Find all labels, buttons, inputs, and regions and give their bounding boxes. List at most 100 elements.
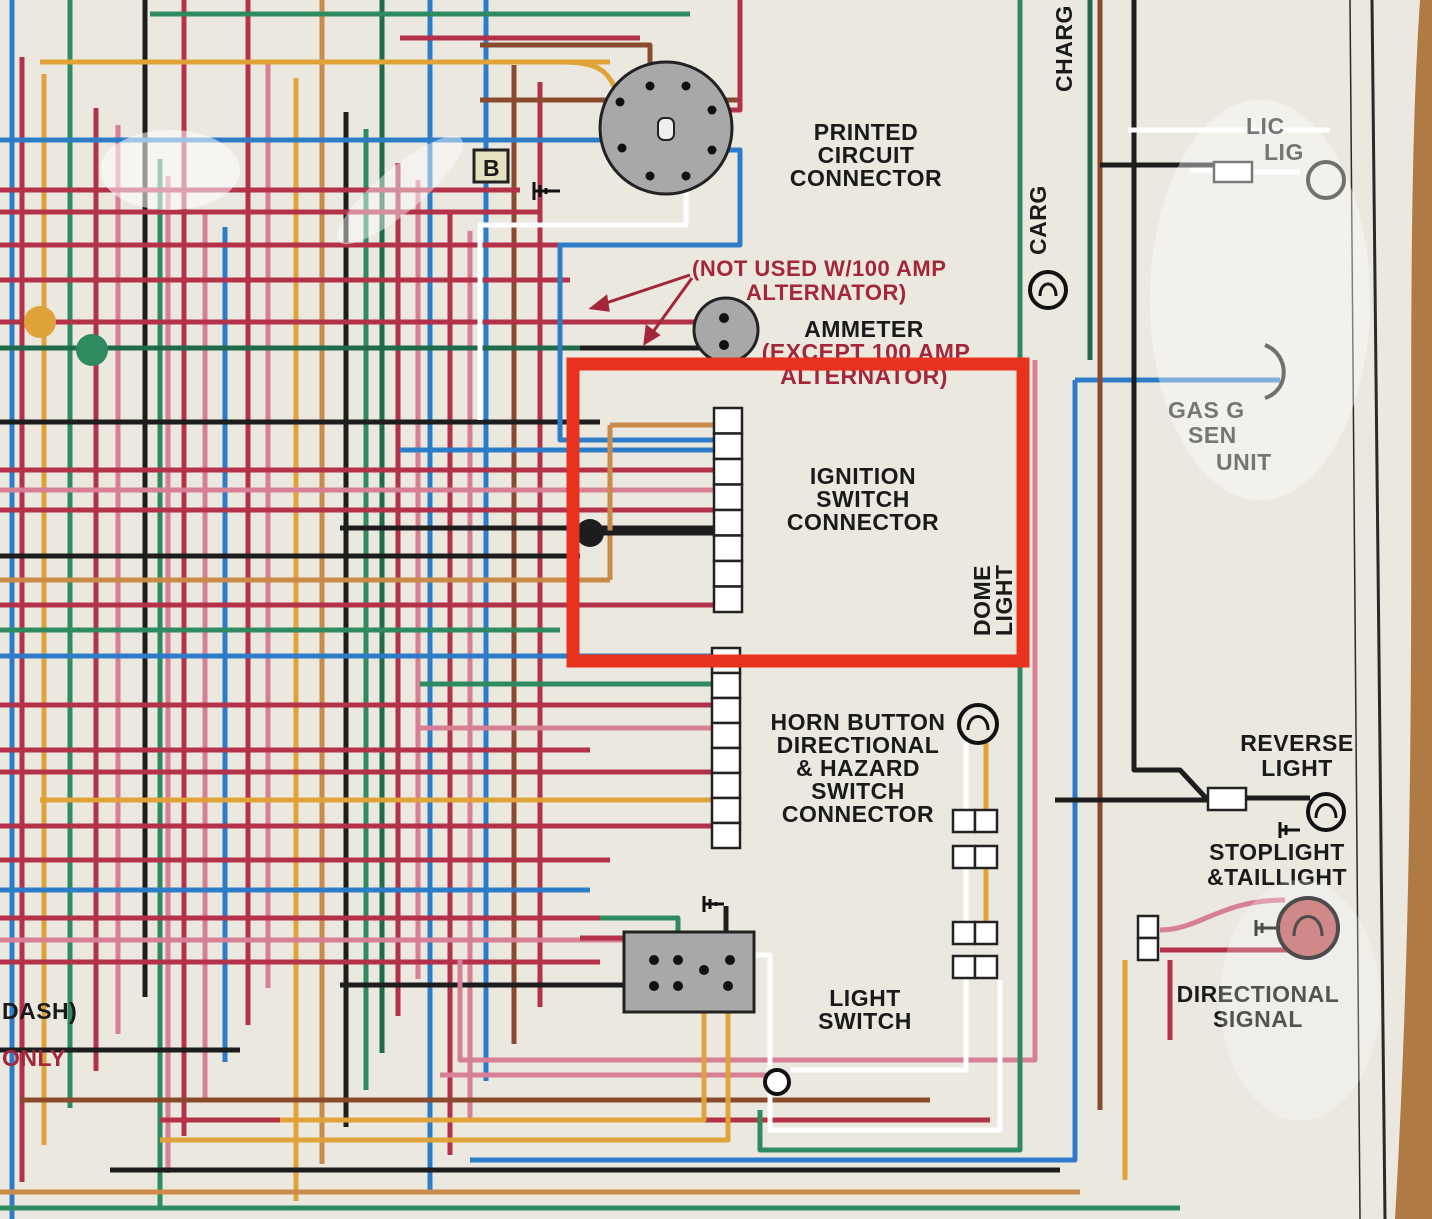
wire-junction	[76, 334, 108, 366]
label-line: LIGHT	[1261, 755, 1333, 781]
dome-light-label: DOME LIGHT	[969, 565, 1017, 637]
reverse-light-label: REVERSE LIGHT	[1240, 730, 1353, 781]
terminal-b-label: B	[483, 155, 500, 181]
label-line: PRINTED	[814, 119, 918, 145]
wire-junction	[576, 519, 604, 547]
terminal-slot	[710, 746, 742, 775]
ground-icon	[1278, 822, 1300, 838]
terminal-slot	[710, 721, 742, 750]
wire	[470, 377, 1280, 1163]
label-line: LIC	[1246, 113, 1285, 139]
terminal-b-tag: B	[472, 148, 510, 184]
note-arrows	[588, 273, 694, 346]
wire-bundle	[0, 0, 1330, 1219]
label-line: IGNITION	[810, 463, 916, 489]
label-line: AMMETER	[804, 316, 924, 342]
wire	[457, 360, 1038, 1063]
label-line: & HAZARD	[796, 755, 920, 781]
label-line: SEN	[1188, 422, 1237, 448]
gas-gauge-label: GAS G SEN UNIT	[1168, 397, 1272, 475]
terminal-slot	[712, 585, 744, 614]
terminal-slot	[712, 483, 744, 512]
glare	[100, 130, 240, 210]
label-line: STOPLIGHT	[1209, 839, 1345, 865]
horn-connector-label: HORN BUTTON DIRECTIONAL & HAZARD SWITCH …	[770, 709, 945, 827]
label-line: CIRCUIT	[818, 142, 915, 168]
terminal-slot	[710, 671, 742, 700]
glare	[337, 135, 463, 245]
stoplight-bulb-icon	[1276, 896, 1340, 960]
horn-light-bulb-icon	[957, 703, 999, 745]
not-used-note: (NOT USED W/100 AMP ALTERNATOR)	[692, 256, 946, 305]
label-line: CONNECTOR	[787, 509, 939, 535]
dash-label: DASH)	[2, 998, 77, 1024]
wire	[477, 176, 689, 420]
ring-terminal	[763, 1068, 791, 1096]
terminal-slot	[710, 821, 742, 850]
label-line: SWITCH	[816, 486, 910, 512]
label-line: LIG	[1264, 139, 1304, 165]
reverse-connector	[1206, 786, 1248, 812]
label-line: CONNECTOR	[782, 801, 934, 827]
label-line: GAS G	[1168, 397, 1245, 423]
wire	[740, 952, 1003, 1133]
charge-label: CHARG	[1051, 5, 1077, 92]
printed-circuit-label: PRINTED CIRCUIT CONNECTOR	[790, 119, 942, 191]
glare	[1220, 880, 1380, 1120]
label-line: (NOT USED W/100 AMP	[692, 256, 946, 281]
stoplight-label: STOPLIGHT &TAILLIGHT	[1207, 839, 1347, 890]
cargo-light-bulb-icon	[1028, 270, 1068, 310]
label-line: HORN BUTTON	[770, 709, 945, 735]
terminal-slot	[710, 796, 742, 825]
highlight-box	[566, 357, 1030, 668]
light-switch	[622, 930, 756, 1014]
diagram-border-right-inner	[1349, 0, 1361, 1219]
label-line: UNIT	[1216, 449, 1272, 475]
label-line: DOME	[969, 565, 995, 636]
label-line: SWITCH	[818, 1008, 912, 1034]
wire	[1159, 897, 1286, 933]
ground-icon	[702, 896, 724, 912]
label-line: LIGHT	[829, 985, 901, 1011]
label-line: CONNECTOR	[790, 165, 942, 191]
ammeter	[692, 296, 760, 364]
tail-connectors	[1136, 914, 1160, 962]
terminal-slot	[712, 432, 744, 461]
printed-circuit-connector	[598, 60, 734, 196]
license-light-icon	[1212, 160, 1346, 200]
light-switch-label: LIGHT SWITCH	[818, 985, 912, 1034]
label-line: SWITCH	[811, 778, 905, 804]
only-label: ONLY	[2, 1045, 66, 1071]
terminal-slot	[712, 406, 744, 435]
glare	[1150, 100, 1370, 500]
horn-connector-terminals	[710, 646, 742, 850]
label-line: LIGHT	[991, 565, 1017, 637]
label-line: DIRECTIONAL	[1177, 981, 1340, 1007]
diagram-border-right	[1370, 0, 1387, 1219]
ground-icon	[532, 182, 560, 200]
label-line: SIGNAL	[1213, 1006, 1303, 1032]
gas-gauge-sender-icon	[1264, 343, 1286, 400]
wire	[1128, 127, 1330, 175]
wire-junction	[24, 306, 56, 338]
terminal-slot	[710, 696, 742, 725]
terminal-slot	[710, 771, 742, 800]
ignition-switch-connector-terminals	[712, 406, 744, 614]
label-line: REVERSE	[1240, 730, 1353, 756]
wire	[607, 422, 720, 580]
label-line: ALTERNATOR)	[746, 280, 907, 305]
wire	[557, 147, 743, 443]
terminal-slot	[712, 534, 744, 563]
terminal-slot	[712, 508, 744, 537]
directional-signal-label: DIRECTIONAL SIGNAL	[1177, 981, 1340, 1032]
terminal-slot	[712, 457, 744, 486]
wire	[280, 970, 707, 1123]
label-line: &TAILLIGHT	[1207, 864, 1347, 890]
license-light-label: LIC LIG	[1246, 113, 1304, 165]
ignition-switch-label: IGNITION SWITCH CONNECTOR	[787, 463, 939, 535]
ground-icon	[1254, 920, 1276, 936]
label-line: DIRECTIONAL	[777, 732, 940, 758]
